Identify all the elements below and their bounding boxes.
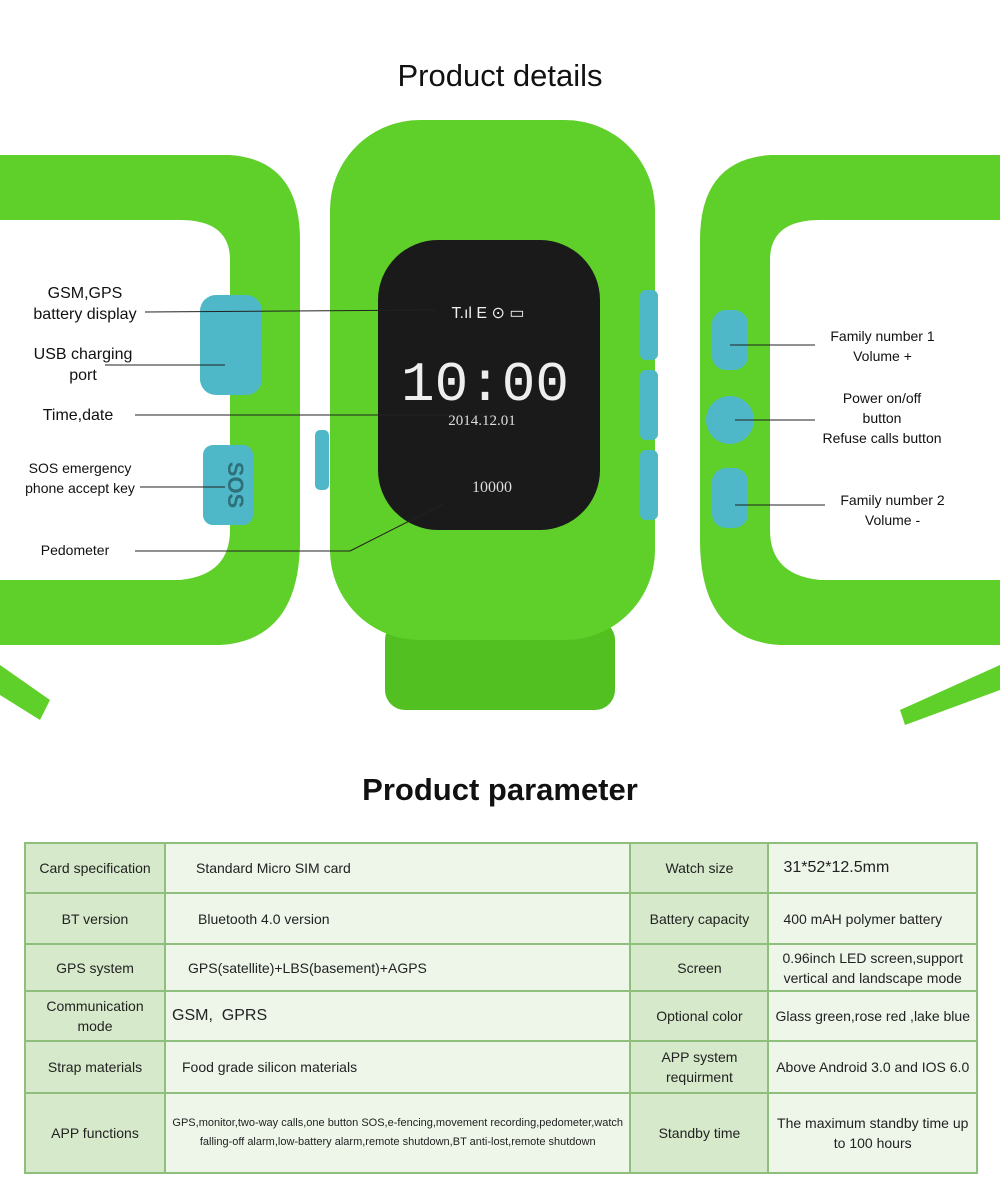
status-icons: T.ıl E ⊙ ▭: [452, 305, 525, 322]
left-strap: SOS: [0, 155, 300, 720]
power-button: [706, 396, 754, 444]
sos-key-label: SOS: [223, 462, 248, 508]
screen-steps: 10000: [472, 479, 512, 496]
usb-port-cover: [200, 295, 262, 395]
watch-body: T.ıl E ⊙ ▭ 10:00 2014.12.01 10000: [315, 120, 658, 710]
watch-screen: [378, 240, 600, 530]
family2-button: [712, 468, 748, 528]
watch-illustration: SOS T.ıl E ⊙ ▭ 10:00 2014.12.01 10000: [0, 120, 1000, 725]
callout-pedometer: Pedometer: [40, 542, 110, 558]
screen-time: 10:00: [401, 353, 569, 417]
product-parameter-title: Product parameter: [362, 772, 638, 807]
product-details-title: Product details: [397, 58, 603, 93]
right-strap: [700, 155, 1000, 725]
family1-button: [712, 310, 748, 370]
screen-date: 2014.12.01: [448, 413, 516, 429]
sos-key: [203, 445, 253, 525]
callout-time: Time,date: [42, 407, 114, 424]
callout-lines: [105, 309, 825, 552]
